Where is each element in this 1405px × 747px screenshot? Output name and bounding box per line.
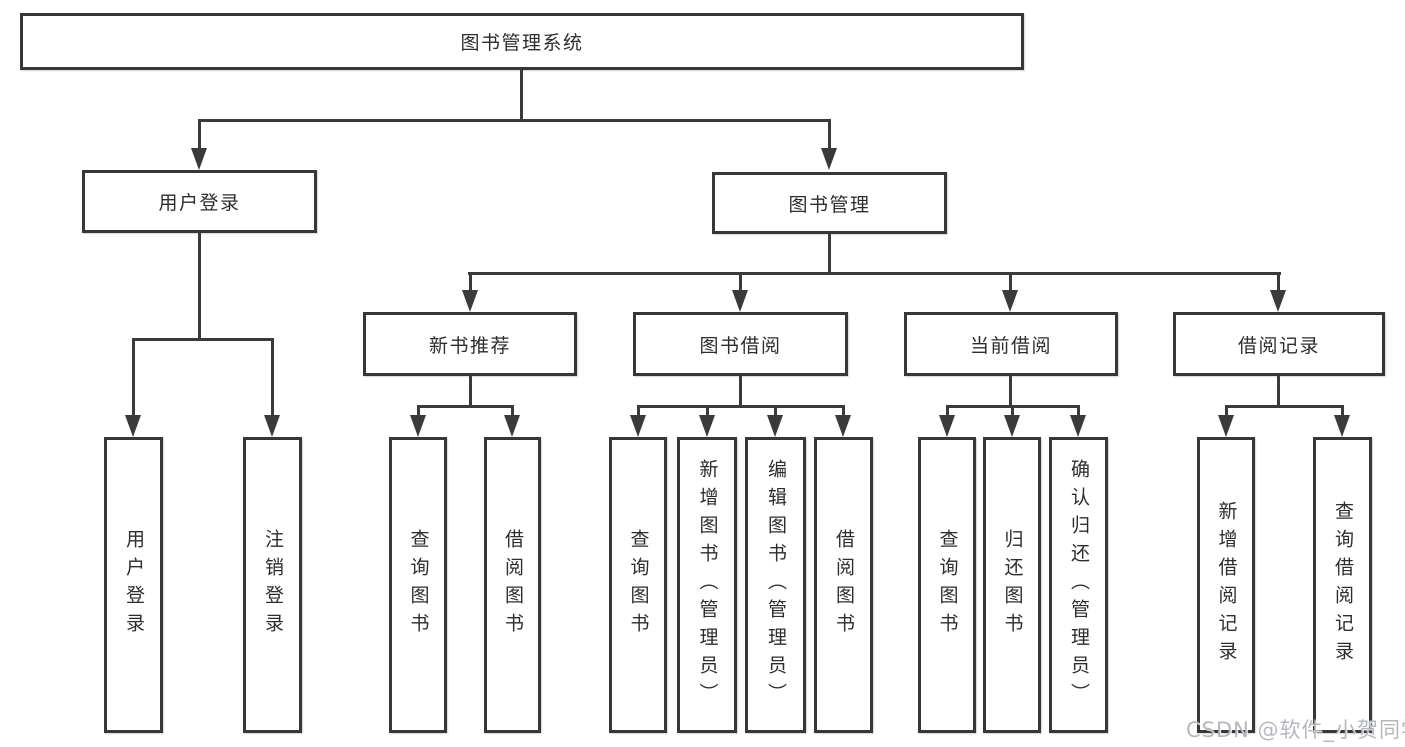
arrowhead — [504, 415, 520, 437]
arrowhead — [939, 415, 955, 437]
node-root-label: 图书管理系统 — [460, 32, 584, 54]
connector-line — [1341, 405, 1344, 418]
connector-line — [842, 405, 845, 418]
arrowhead — [835, 415, 851, 437]
connector-line — [1077, 405, 1080, 418]
leaf-edit-book-admin: 编辑图书（管理员） — [745, 437, 806, 733]
arrowhead — [191, 148, 207, 170]
csdn-watermark: CSDN @软件_小贺同学 — [1186, 718, 1405, 742]
connector-line — [198, 119, 201, 151]
connector-line — [469, 272, 472, 292]
arrowhead — [732, 290, 748, 312]
leaf-query-books-recommend: 查询图书 — [389, 437, 447, 733]
connector-line — [706, 405, 709, 418]
leaf-edit-book-admin-label: 编辑图书（管理员） — [765, 459, 787, 711]
arrowhead — [767, 415, 783, 437]
leaf-borrow-books: 借阅图书 — [814, 437, 873, 733]
leaf-borrow-books-recommend: 借阅图书 — [484, 437, 541, 733]
leaf-query-borrow-record-label: 查询借阅记录 — [1332, 501, 1354, 669]
leaf-borrow-books-label: 借阅图书 — [833, 529, 855, 641]
node-book-management: 图书管理 — [712, 172, 947, 234]
connector-line — [198, 233, 201, 339]
leaf-add-book-admin-label: 新增图书（管理员） — [696, 459, 719, 711]
connector-line — [1009, 272, 1012, 292]
connector-line — [1009, 376, 1012, 407]
connector-line — [520, 70, 523, 120]
node-root: 图书管理系统 — [20, 13, 1024, 70]
arrowhead — [1218, 415, 1234, 437]
connector-line — [271, 338, 274, 417]
leaf-borrow-books-recommend-label: 借阅图书 — [502, 529, 524, 641]
arrowhead — [125, 415, 141, 437]
connector-line — [511, 405, 514, 418]
arrowhead — [1070, 415, 1086, 437]
leaf-query-books-borrow: 查询图书 — [609, 437, 667, 733]
node-borrow-records-label: 借阅记录 — [1237, 334, 1320, 357]
leaf-add-borrow-record-label: 新增借阅记录 — [1215, 501, 1238, 669]
arrowhead — [1002, 290, 1018, 312]
leaf-logout: 注销登录 — [243, 437, 302, 733]
connector-line — [132, 338, 273, 341]
leaf-query-books-borrow-label: 查询图书 — [627, 529, 650, 641]
connector-line — [198, 119, 831, 122]
node-new-book-recommend: 新书推荐 — [363, 312, 577, 376]
leaf-query-books-current: 查询图书 — [918, 437, 976, 733]
leaf-user-login: 用户登录 — [104, 437, 163, 733]
connector-line — [469, 376, 472, 407]
node-book-borrow-label: 图书借阅 — [699, 334, 782, 357]
leaf-query-books-recommend-label: 查询图书 — [407, 529, 430, 641]
connector-line — [828, 119, 831, 151]
connector-line — [1225, 405, 1344, 408]
connector-line — [739, 376, 742, 407]
arrowhead — [462, 290, 478, 312]
connector-line — [468, 272, 1281, 275]
node-book-management-label: 图书管理 — [788, 193, 871, 216]
arrowhead — [821, 148, 837, 170]
connector-line — [946, 405, 949, 418]
connector-line — [739, 272, 742, 292]
node-current-borrow: 当前借阅 — [904, 312, 1118, 376]
connector-line — [774, 405, 777, 418]
node-current-borrow-label: 当前借阅 — [969, 334, 1052, 357]
arrowhead — [410, 415, 426, 437]
connector-line — [417, 405, 514, 408]
connector-line — [637, 405, 640, 418]
node-borrow-records: 借阅记录 — [1173, 312, 1385, 376]
connector-line — [417, 405, 420, 418]
connector-line — [637, 405, 845, 408]
connector-line — [132, 338, 135, 417]
connector-line — [1225, 405, 1228, 418]
leaf-add-book-admin: 新增图书（管理员） — [677, 437, 737, 733]
leaf-return-book: 归还图书 — [983, 437, 1041, 733]
leaf-return-book-label: 归还图书 — [1001, 529, 1024, 641]
leaf-logout-label: 注销登录 — [262, 529, 284, 641]
leaf-query-books-current-label: 查询图书 — [936, 529, 959, 641]
connector-line — [1277, 272, 1280, 292]
arrowhead — [264, 415, 280, 437]
leaf-confirm-return-admin: 确认归还（管理员） — [1049, 437, 1108, 733]
connector-line — [1277, 376, 1280, 407]
arrowhead — [699, 415, 715, 437]
arrowhead — [1334, 415, 1350, 437]
node-book-borrow: 图书借阅 — [633, 312, 848, 376]
node-user-login-label: 用户登录 — [158, 192, 241, 214]
leaf-query-borrow-record: 查询借阅记录 — [1313, 437, 1372, 733]
connector-line — [1011, 405, 1014, 418]
arrowhead — [1004, 415, 1020, 437]
leaf-confirm-return-admin-label: 确认归还（管理员） — [1068, 459, 1090, 711]
arrowhead — [630, 415, 646, 437]
node-user-login: 用户登录 — [82, 170, 317, 233]
connector-line — [828, 234, 831, 274]
leaf-user-login-label: 用户登录 — [123, 529, 145, 641]
leaf-add-borrow-record: 新增借阅记录 — [1197, 437, 1255, 733]
node-new-book-recommend-label: 新书推荐 — [428, 334, 511, 357]
arrowhead — [1270, 290, 1286, 312]
